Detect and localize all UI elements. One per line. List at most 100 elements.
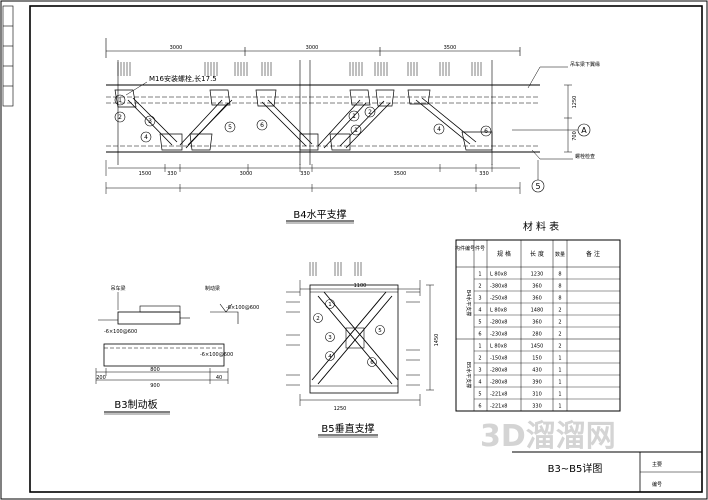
b4-top-dim-2: 3000: [306, 45, 319, 51]
table-cell: L 80x8: [490, 344, 507, 350]
table-cell: 3: [478, 368, 481, 374]
b3-note: -6×100@600: [104, 329, 137, 335]
b4-part-label: 5: [228, 124, 232, 131]
title-block: B3~B5详图 主要 编号: [512, 451, 702, 492]
b4-bottom-dim-3: 3000: [240, 171, 253, 177]
table-cell: -230x8: [490, 332, 508, 338]
note-crane-flange: 吊车梁下翼缘: [570, 61, 600, 68]
table-cell: 330: [532, 404, 542, 410]
b4-part-label: 2: [368, 109, 372, 116]
table-cell: 1230: [531, 272, 544, 278]
table-cell: 5: [478, 320, 481, 326]
b5-part-label: 2: [316, 316, 320, 322]
table-cell: 8: [558, 296, 561, 302]
binding-strip: [2, 5, 14, 107]
b4-bolt-note: M16安装螺栓,长17.5: [149, 74, 217, 83]
b5-part-label: 3: [328, 335, 332, 341]
table-cell: 6: [478, 332, 481, 338]
title-block-stamp-2: 编号: [652, 481, 662, 488]
b3-detail-dim: -6×100@600: [226, 305, 259, 311]
table-cell: 310: [532, 392, 542, 398]
table-cell: 8: [558, 284, 561, 290]
table-cell: 2: [558, 308, 561, 314]
table-cell: 1: [558, 392, 561, 398]
table-cell: 8: [558, 272, 561, 278]
table-cell: 390: [532, 380, 542, 386]
sheet-title: B3~B5详图: [548, 462, 603, 475]
b4-top-dim-1: 3000: [170, 45, 183, 51]
b4-top-dim-3: 3500: [444, 45, 457, 51]
b5-part-label: 6: [370, 360, 374, 366]
table-cell: 2: [478, 356, 481, 362]
b3-dim-1: 200: [96, 375, 106, 381]
b4-bottom-dim-6: 330: [479, 171, 489, 177]
table-cell: -380x8: [490, 284, 508, 290]
b4-side-dim-2: 700: [572, 131, 578, 141]
b3-plate-spec: -6×100@600: [200, 352, 233, 358]
b4-part-label: 1: [352, 113, 356, 120]
b4-part-label: 2: [118, 114, 122, 121]
table-cell: 4: [478, 380, 481, 386]
table-header-length: 长 度: [530, 250, 544, 258]
b5-part-label: 5: [378, 328, 382, 334]
axis-a-label: A: [581, 126, 587, 135]
table-header-remarks: 备 注: [586, 250, 600, 258]
table-cell: 360: [532, 320, 542, 326]
table-cell: L 80x8: [490, 272, 507, 278]
b4-part-label: 4: [144, 134, 148, 141]
table-header-part-no: 件号: [475, 245, 485, 252]
b3-title: B3制动板: [114, 398, 157, 411]
b5-dim-height: 1450: [434, 334, 440, 347]
table-cell: -250x8: [490, 296, 508, 302]
table-cell: 150: [532, 356, 542, 362]
material-table: 材 料 表 构件编号 件号 规 格 长 度 数量 备 注 B4水平支撑 B5水平…: [455, 220, 621, 412]
table-title: 材 料 表: [523, 220, 559, 233]
b5-part-label: 4: [328, 354, 332, 360]
table-cell: 1450: [531, 344, 544, 350]
table-group-b4: B4水平支撑: [465, 290, 472, 317]
table-cell: 2: [558, 344, 561, 350]
table-header-component-no: 构件编号: [455, 245, 475, 252]
b4-side-dim-1: 1250: [572, 96, 578, 109]
axis-5-label: 5: [535, 182, 540, 191]
b3-label-brake-beam: 制动梁: [205, 285, 220, 292]
b4-part-label: 1: [354, 127, 358, 134]
axis-5-bubble: [531, 179, 545, 193]
table-cell: 2: [558, 332, 561, 338]
b3-label-crane-beam: 吊车梁: [110, 285, 125, 292]
axis-a-bubble: [577, 123, 591, 137]
b4-part-label: 6: [484, 128, 488, 135]
b3-dim-2: 800: [150, 367, 160, 373]
table-cell: 1: [558, 404, 561, 410]
table-cell: 1: [558, 380, 561, 386]
watermark: 3D溜溜网: [480, 419, 616, 454]
table-cell: 430: [532, 368, 542, 374]
table-cell: 1: [558, 356, 561, 362]
b4-elevation: 3000 3000 3500: [105, 38, 600, 224]
table-cell: 2: [558, 320, 561, 326]
table-cell: L 80x8: [490, 308, 507, 314]
title-block-stamp-1: 主要: [652, 461, 662, 468]
b3-section: 吊车梁 制动梁 -6×100@600 -6×100@600 -6×100@600…: [95, 285, 259, 415]
table-cell: 280: [532, 332, 542, 338]
table-cell: 6: [478, 404, 481, 410]
b5-part-label: 1: [328, 302, 332, 308]
inner-border: [29, 5, 703, 493]
b5-part-bubbles: [313, 299, 385, 367]
table-cell: -280x8: [490, 380, 508, 386]
table-cell: 1: [478, 344, 481, 350]
note-bolt-check: 螺栓检查: [575, 153, 595, 160]
table-cell: 1480: [531, 308, 544, 314]
b4-part-bubbles: [114, 94, 492, 143]
b4-part-label: 4: [437, 126, 441, 133]
watermark-text: 3D溜溜网: [480, 419, 616, 454]
b4-part-label: 3: [148, 118, 152, 125]
b4-bottom-dim-2: 330: [167, 171, 177, 177]
b4-bottom-dim-5: 3500: [394, 171, 407, 177]
b3-dim-3: 900: [150, 383, 160, 389]
b5-dim-top: 1100: [354, 283, 367, 289]
